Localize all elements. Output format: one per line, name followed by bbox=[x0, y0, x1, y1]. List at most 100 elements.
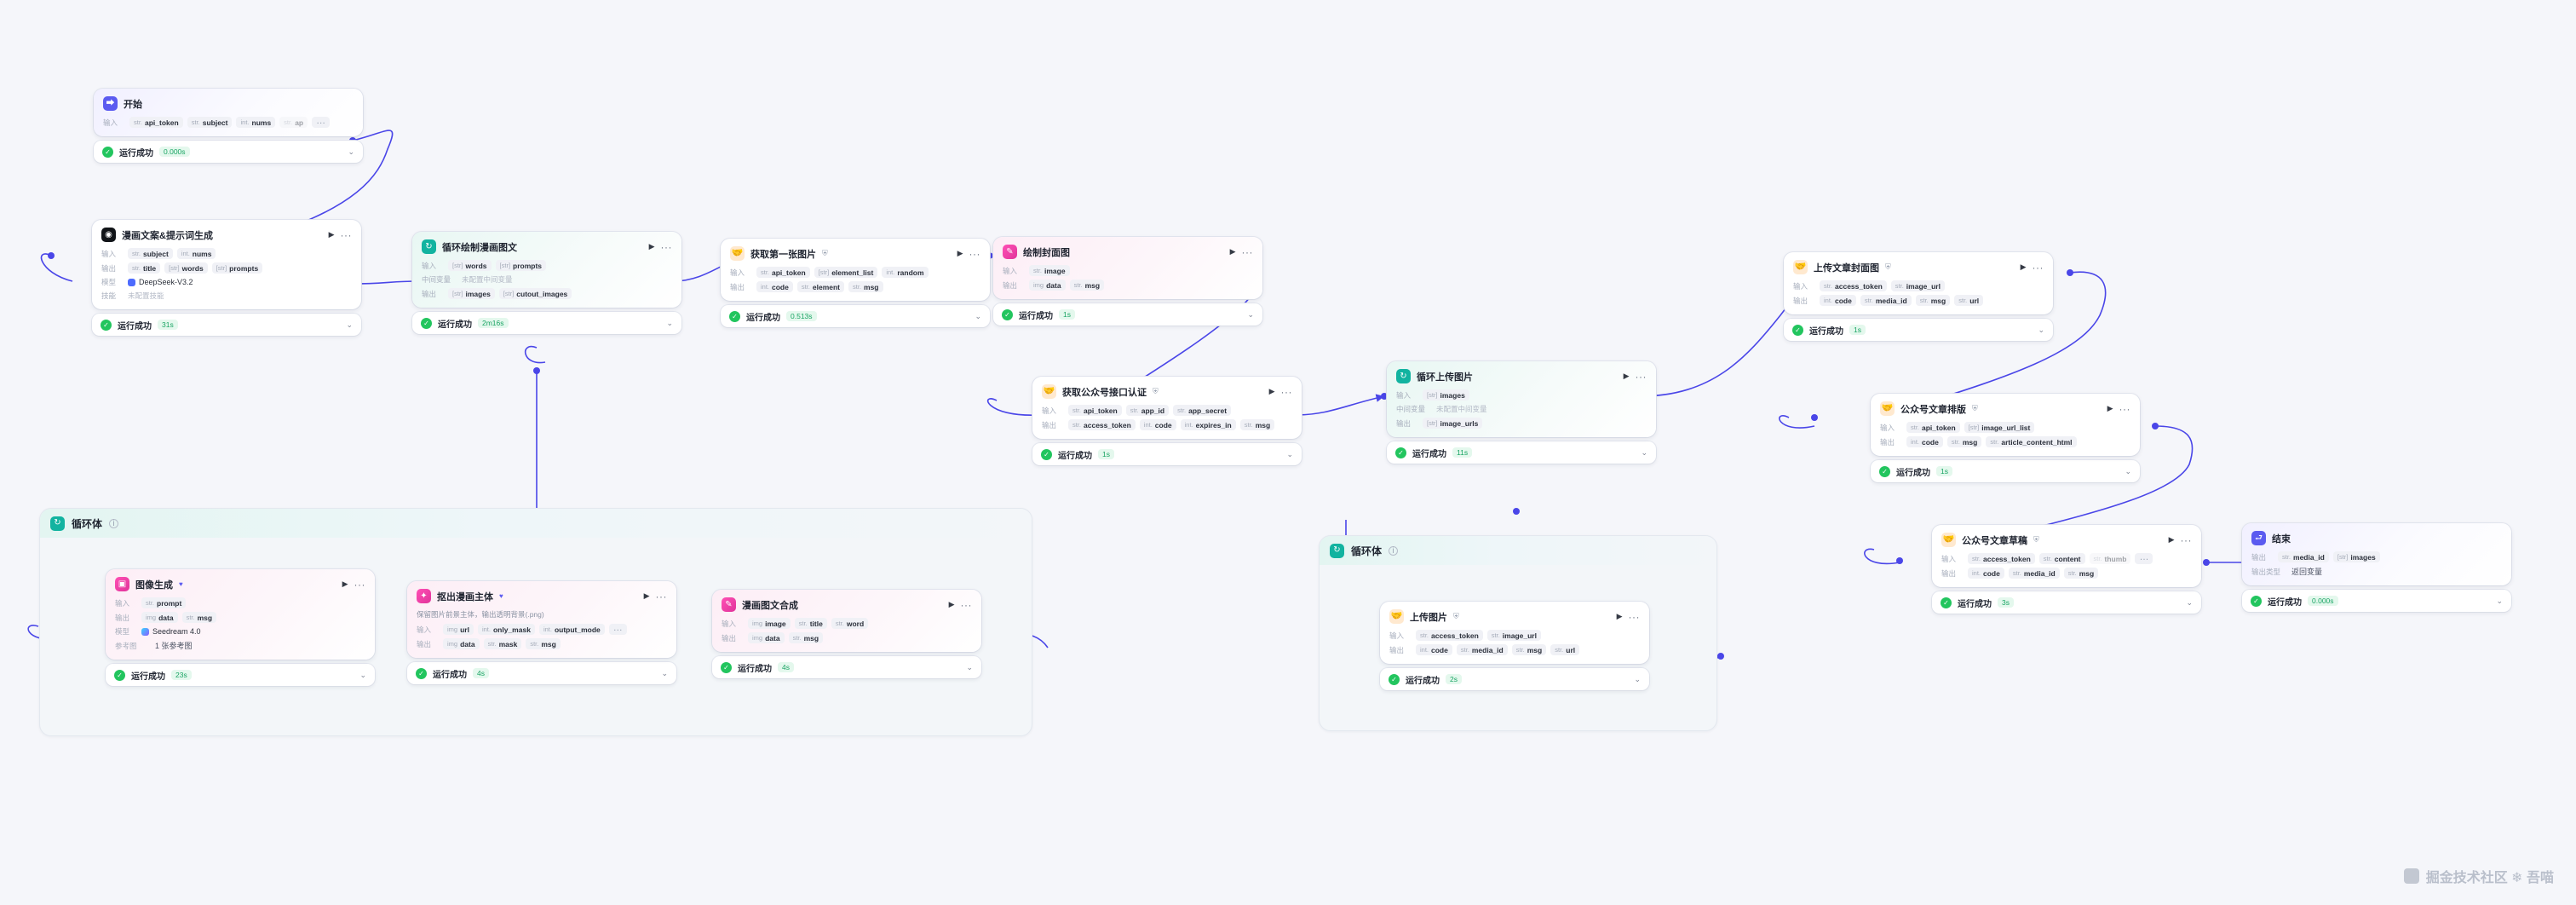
chevron-down-icon[interactable]: ⌄ bbox=[1286, 449, 1293, 458]
io-chip[interactable]: str.msg bbox=[1946, 436, 1982, 447]
io-chip[interactable]: [str]cutout_images bbox=[498, 288, 572, 299]
favorite-icon[interactable]: ♥ bbox=[179, 580, 183, 588]
io-chip[interactable]: [str]words bbox=[164, 262, 208, 274]
chevron-down-icon[interactable]: ⌄ bbox=[2038, 325, 2044, 334]
io-chip[interactable]: str.subject bbox=[128, 248, 173, 259]
node-more-button[interactable]: ··· bbox=[1280, 385, 1292, 398]
chevron-down-icon[interactable]: ⌄ bbox=[1247, 309, 1254, 319]
io-chip[interactable]: [str]images bbox=[1423, 389, 1469, 401]
run-node-button[interactable]: ▶ bbox=[328, 230, 335, 239]
io-chip[interactable]: str.msg bbox=[848, 281, 883, 292]
io-chip[interactable]: str.word bbox=[831, 618, 869, 629]
node-more-button[interactable]: ··· bbox=[960, 598, 972, 611]
io-chip[interactable]: int.only_mask bbox=[477, 624, 535, 635]
io-chip[interactable]: int.code bbox=[1139, 419, 1176, 430]
io-chip[interactable]: int.code bbox=[756, 281, 793, 292]
run-node-button[interactable]: ▶ bbox=[948, 600, 955, 608]
more-chips-icon[interactable]: … bbox=[2135, 553, 2153, 564]
io-chip[interactable]: str.access_token bbox=[1068, 419, 1136, 430]
io-chip[interactable]: str.media_id bbox=[1456, 644, 1508, 655]
io-chip[interactable]: [str]prompts bbox=[211, 262, 263, 274]
node-more-button[interactable]: ··· bbox=[1628, 610, 1640, 623]
node-more-button[interactable]: ··· bbox=[2180, 533, 2192, 546]
io-chip[interactable]: str.thumb bbox=[2089, 553, 2131, 564]
run-node-button[interactable]: ▶ bbox=[1268, 387, 1275, 395]
chevron-down-icon[interactable]: ⌄ bbox=[1634, 674, 1641, 683]
io-chip[interactable]: str.access_token bbox=[1820, 280, 1887, 291]
io-chip[interactable]: str.mask bbox=[483, 638, 522, 649]
io-chip[interactable]: int.expires_in bbox=[1180, 419, 1236, 430]
io-chip[interactable]: str.image bbox=[1029, 265, 1070, 276]
node-more-button[interactable]: ··· bbox=[969, 247, 980, 260]
chevron-down-icon[interactable]: ⌄ bbox=[348, 147, 354, 156]
io-chip[interactable]: str.image_url bbox=[1890, 280, 1945, 291]
io-chip[interactable]: [str]words bbox=[448, 260, 492, 271]
run-node-button[interactable]: ▶ bbox=[342, 579, 348, 588]
io-chip[interactable]: str.title bbox=[794, 618, 827, 629]
more-chips-icon[interactable]: … bbox=[608, 624, 627, 635]
io-chip[interactable]: str.prompt bbox=[141, 597, 187, 608]
favorite-icon[interactable]: ♥ bbox=[499, 592, 503, 600]
io-chip[interactable]: str.msg bbox=[1069, 280, 1105, 291]
io-chip[interactable]: str.api_token bbox=[756, 267, 810, 278]
io-chip[interactable]: str.article_content_html bbox=[1986, 436, 2077, 447]
io-chip[interactable]: int.nums bbox=[236, 117, 276, 128]
run-node-button[interactable]: ▶ bbox=[2020, 262, 2027, 271]
io-chip[interactable]: str.content bbox=[2038, 553, 2085, 564]
io-chip[interactable]: str.access_token bbox=[1416, 630, 1483, 641]
io-chip[interactable]: int.nums bbox=[176, 248, 216, 259]
node-more-button[interactable]: ··· bbox=[340, 228, 352, 241]
chevron-down-icon[interactable]: ⌄ bbox=[975, 311, 981, 320]
io-chip[interactable]: str.url bbox=[1550, 644, 1580, 655]
chevron-down-icon[interactable]: ⌄ bbox=[661, 668, 668, 677]
chevron-down-icon[interactable]: ⌄ bbox=[359, 670, 366, 679]
info-icon[interactable]: i bbox=[109, 518, 119, 528]
io-chip[interactable]: [str]image_url_list bbox=[1964, 422, 2035, 433]
io-chip[interactable]: str.api_token bbox=[129, 117, 183, 128]
chevron-down-icon[interactable]: ⌄ bbox=[346, 320, 353, 329]
io-chip[interactable]: str.msg bbox=[788, 632, 824, 643]
io-chip[interactable]: str.msg bbox=[1511, 644, 1547, 655]
chevron-down-icon[interactable]: ⌄ bbox=[2125, 466, 2131, 476]
io-chip[interactable]: str.app_id bbox=[1125, 405, 1170, 416]
io-chip[interactable]: int.code bbox=[1820, 295, 1856, 306]
info-icon[interactable]: i bbox=[1389, 545, 1399, 556]
chevron-down-icon[interactable]: ⌄ bbox=[666, 318, 673, 327]
run-node-button[interactable]: ▶ bbox=[2168, 535, 2175, 544]
io-chip[interactable]: str.media_id bbox=[1860, 295, 1912, 306]
io-chip[interactable]: int.code bbox=[1968, 568, 2004, 579]
